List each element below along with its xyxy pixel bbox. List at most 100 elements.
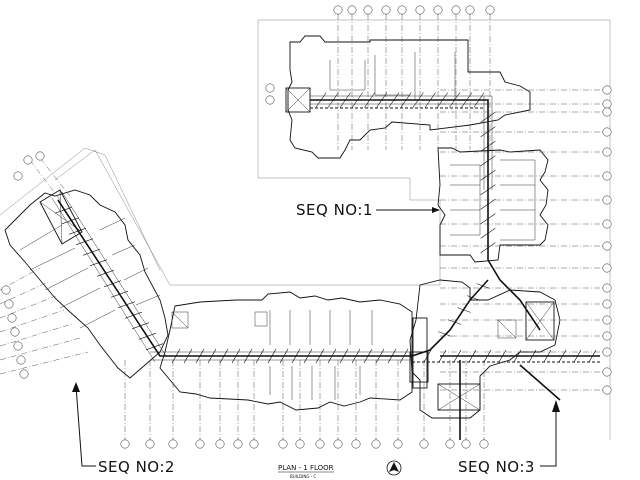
branch-line <box>400 92 412 108</box>
branch-line <box>243 348 253 364</box>
branch-line <box>364 92 376 108</box>
seq-2-marker: SEQ NO:2 <box>72 382 175 476</box>
branch-line <box>424 92 436 108</box>
seq-2-label: SEQ NO:2 <box>98 458 175 476</box>
grid-line <box>29 159 61 201</box>
grid-bubble <box>363 5 373 15</box>
branch-line <box>573 349 582 363</box>
grid-bubble <box>602 241 612 251</box>
grid-bubble <box>479 439 489 449</box>
grid-line <box>0 323 73 347</box>
branch-line <box>480 155 496 167</box>
branch-line <box>376 92 388 108</box>
branch-line <box>457 307 471 313</box>
branch-line <box>473 92 485 108</box>
north-label: N <box>396 462 399 467</box>
grid-bubble <box>602 107 612 117</box>
grid-bubble <box>215 439 225 449</box>
grid-bubble <box>602 367 612 377</box>
grid-bubble <box>295 439 305 449</box>
grid-bubble <box>602 385 612 395</box>
branch-line <box>387 348 397 364</box>
branch-line <box>61 217 80 225</box>
grid-line <box>39 157 71 197</box>
branch-line <box>351 348 361 364</box>
grid-bubble <box>602 263 612 273</box>
grid-bubble <box>602 99 612 109</box>
grid-bubble <box>13 341 23 351</box>
branch-line <box>449 92 461 108</box>
branch-line <box>480 242 496 254</box>
grid-line <box>0 267 41 291</box>
branch-line <box>103 280 122 288</box>
branch-line <box>138 332 157 340</box>
branch-line <box>267 348 277 364</box>
seq-1-marker: SEQ NO:1 <box>296 201 440 219</box>
east-block-structure <box>437 147 549 263</box>
grid-bubble <box>602 347 612 357</box>
north-arrow-icon: N <box>386 460 402 476</box>
branch-line <box>352 92 363 108</box>
central-wing-structure <box>150 291 413 411</box>
grid-bubble <box>602 219 612 229</box>
grid-bubble <box>602 147 612 157</box>
branch-line <box>438 331 452 337</box>
seq-3-marker: SEQ NO:3 <box>458 400 560 476</box>
branch-line <box>375 348 385 364</box>
branch-line <box>480 111 496 123</box>
grid-bubble <box>415 5 425 15</box>
grid-bubble <box>19 369 29 379</box>
grid-bubble <box>602 171 612 181</box>
branch-line <box>339 348 349 364</box>
grid-bubble <box>249 439 259 449</box>
grid-bubble <box>602 195 612 205</box>
branch-line <box>339 92 351 108</box>
grid-bubble <box>602 85 612 95</box>
grid-line <box>0 309 65 333</box>
branch-line <box>480 140 496 152</box>
branch-line <box>437 92 448 108</box>
grid-bubble <box>461 439 471 449</box>
branch-line <box>124 311 143 319</box>
branch-line <box>480 184 496 196</box>
branch-line <box>476 283 490 289</box>
branch-line <box>447 319 462 325</box>
grid-bubble <box>333 439 343 449</box>
branch-line <box>117 301 136 309</box>
grid-bubble <box>393 439 403 449</box>
grid-bubble <box>195 439 205 449</box>
grid-line <box>0 351 89 375</box>
grid-bubble <box>485 5 495 15</box>
grid-bubble <box>371 439 381 449</box>
grid-bubble <box>347 5 357 15</box>
grid-bubble <box>10 327 20 337</box>
grid-bubble <box>278 439 288 449</box>
grid-bubble <box>13 171 23 181</box>
grid-bubble <box>168 439 178 449</box>
grid-bubble <box>602 299 612 309</box>
grid-bubble <box>451 5 461 15</box>
grid-bubble <box>333 5 343 15</box>
branch-lines <box>54 92 597 364</box>
grid-bubble <box>602 331 612 341</box>
grid-bubble <box>16 355 26 365</box>
branch-line <box>303 348 313 364</box>
branch-line <box>412 92 424 108</box>
grid-bubble <box>315 439 325 449</box>
branch-line <box>219 348 229 364</box>
grid-bubbles <box>1 5 612 449</box>
drawing-title-block: PLAN - 1 FLOOR BUILDING - C <box>278 464 334 479</box>
seq-1-label: SEQ NO:1 <box>296 201 373 219</box>
branch-line <box>423 349 432 363</box>
grid-bubble <box>351 439 361 449</box>
grid-bubble <box>602 315 612 325</box>
branch-line <box>183 348 193 364</box>
grid-line <box>0 337 81 361</box>
branch-line <box>498 349 507 363</box>
wing-1-structure <box>285 35 531 190</box>
grid-bubble <box>433 5 443 15</box>
branch-line <box>231 348 241 364</box>
branch-line <box>480 126 496 138</box>
branch-line <box>68 227 87 235</box>
grid-bubble <box>4 299 14 309</box>
